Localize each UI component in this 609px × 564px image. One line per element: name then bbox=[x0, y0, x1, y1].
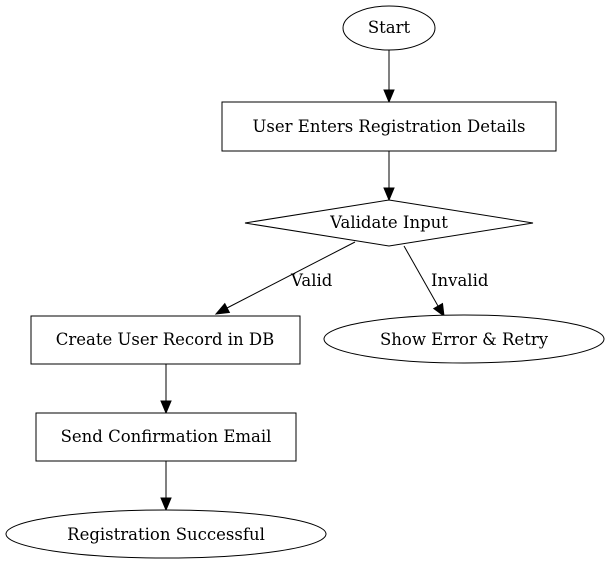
edge-send-email-to-success bbox=[160, 461, 172, 512]
edge-label-valid: Valid bbox=[290, 271, 333, 290]
node-enter-details: User Enters Registration Details bbox=[221, 101, 557, 152]
node-send-email-label: Send Confirmation Email bbox=[61, 427, 272, 446]
node-create-record-label: Create User Record in DB bbox=[56, 330, 275, 349]
edge-label-invalid: Invalid bbox=[431, 271, 489, 290]
node-success-label: Registration Successful bbox=[67, 525, 265, 544]
node-create-record: Create User Record in DB bbox=[30, 315, 301, 365]
edge-start-to-enter-details bbox=[383, 50, 395, 104]
node-validate: Validate Input bbox=[244, 199, 534, 247]
edge-create-record-to-send-email bbox=[160, 364, 172, 415]
node-show-error: Show Error & Retry bbox=[323, 314, 605, 364]
node-success: Registration Successful bbox=[5, 509, 327, 559]
node-start-label: Start bbox=[368, 18, 411, 37]
node-show-error-label: Show Error & Retry bbox=[380, 330, 549, 349]
edge-validate-to-create-record bbox=[214, 241, 356, 315]
node-validate-label: Validate Input bbox=[329, 213, 448, 232]
node-enter-details-label: User Enters Registration Details bbox=[253, 117, 526, 136]
edge-validate-to-show-error bbox=[403, 245, 445, 318]
edge-enter-details-to-validate bbox=[383, 151, 395, 202]
node-send-email: Send Confirmation Email bbox=[35, 412, 297, 462]
node-start: Start bbox=[342, 5, 436, 51]
